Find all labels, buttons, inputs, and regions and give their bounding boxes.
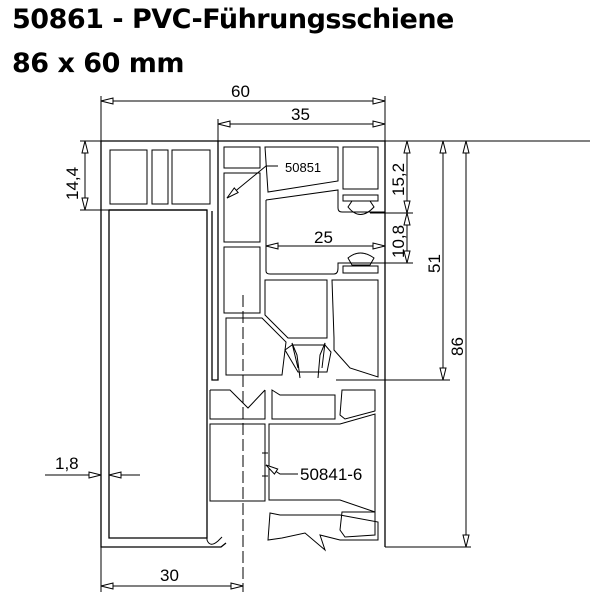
dimension-label: 35 <box>291 105 310 124</box>
dimension-35: 35 <box>217 105 386 141</box>
dimension-label: 25 <box>314 228 333 247</box>
callout-50841-6: 50841-6 <box>263 461 362 484</box>
dimension-86: 86 <box>385 140 471 548</box>
dimension-25: 25 <box>265 228 386 250</box>
dimension-label: 30 <box>160 566 179 585</box>
callout-label: 50841-6 <box>300 465 362 484</box>
rail-profile <box>209 140 386 552</box>
dimension-label: 10,8 <box>389 225 408 258</box>
left-profile <box>100 140 227 548</box>
dimension-14-4: 14,4 <box>63 140 109 211</box>
drawing-title: 50861 - PVC-Führungsschiene <box>12 4 454 35</box>
dimension-label: 1,8 <box>55 454 79 473</box>
dimension-label: 51 <box>425 254 444 273</box>
dimension-1-8: 1,8 <box>45 454 140 479</box>
dimension-60: 60 <box>100 82 386 141</box>
dimension-label: 60 <box>231 82 250 101</box>
dimension-30: 30 <box>100 547 244 592</box>
callout-50851: 50851 <box>224 160 321 201</box>
dimension-51: 51 <box>336 140 450 381</box>
dimension-label: 14,4 <box>63 167 82 200</box>
dimension-label: 15,2 <box>389 163 408 196</box>
dimension-label: 86 <box>448 337 467 356</box>
callout-label: 50851 <box>285 160 321 175</box>
dimension-seal: 15,2 10,8 <box>370 140 590 264</box>
drawing-dimensions-title: 86 x 60 mm <box>12 48 185 79</box>
